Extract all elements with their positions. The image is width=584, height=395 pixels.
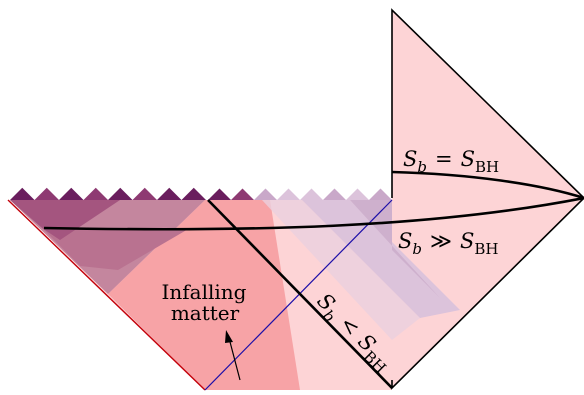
horizon-line: [204, 199, 393, 391]
cutoff-tooth: [157, 187, 182, 200]
cutoff-tooth: [323, 188, 346, 200]
cutoff-tooth: [108, 187, 133, 200]
cutoff-tooth: [231, 188, 254, 200]
cutoff-curve-bottom: [43, 196, 584, 231]
cutoff-tooth: [369, 188, 392, 200]
cutoff-tooth: [10, 187, 35, 200]
label-matter: matter: [171, 301, 240, 325]
exterior-right-triangle: [392, 10, 584, 388]
infalling-arrow-shaft: [228, 337, 241, 381]
cutoff-tooth: [181, 187, 206, 200]
cutoff-teeth-left: [10, 187, 206, 200]
label-sb-much-greater-sbh: Sb≫SBH: [398, 229, 498, 258]
radiation-band-2: [302, 200, 460, 318]
cutoff-tooth: [208, 188, 231, 200]
cutoff-tooth: [300, 188, 323, 200]
radiation-band-left-2: [42, 228, 190, 270]
cutoff-curve-top: [391, 170, 584, 200]
radiation-band-1: [262, 200, 420, 340]
radiation-band-left-3: [10, 200, 120, 240]
cutoff-tooth: [83, 187, 108, 200]
cutoff-diagonal: [207, 199, 393, 389]
cutoff-teeth-right: [208, 188, 392, 200]
cutoff-tooth: [346, 188, 369, 200]
cutoff-tooth: [34, 187, 59, 200]
label-infalling: Infalling: [162, 280, 247, 304]
cutoff-tooth: [59, 187, 84, 200]
cutoff-tooth: [132, 187, 157, 200]
left-boundary-line: [7, 199, 206, 391]
cutoff-tooth: [277, 188, 300, 200]
exterior-outline: [391, 8, 584, 390]
cutoff-tooth: [254, 188, 277, 200]
infalling-arrow-head: [225, 330, 233, 343]
label-sb-equals-sbh: Sb=SBH: [403, 147, 499, 176]
